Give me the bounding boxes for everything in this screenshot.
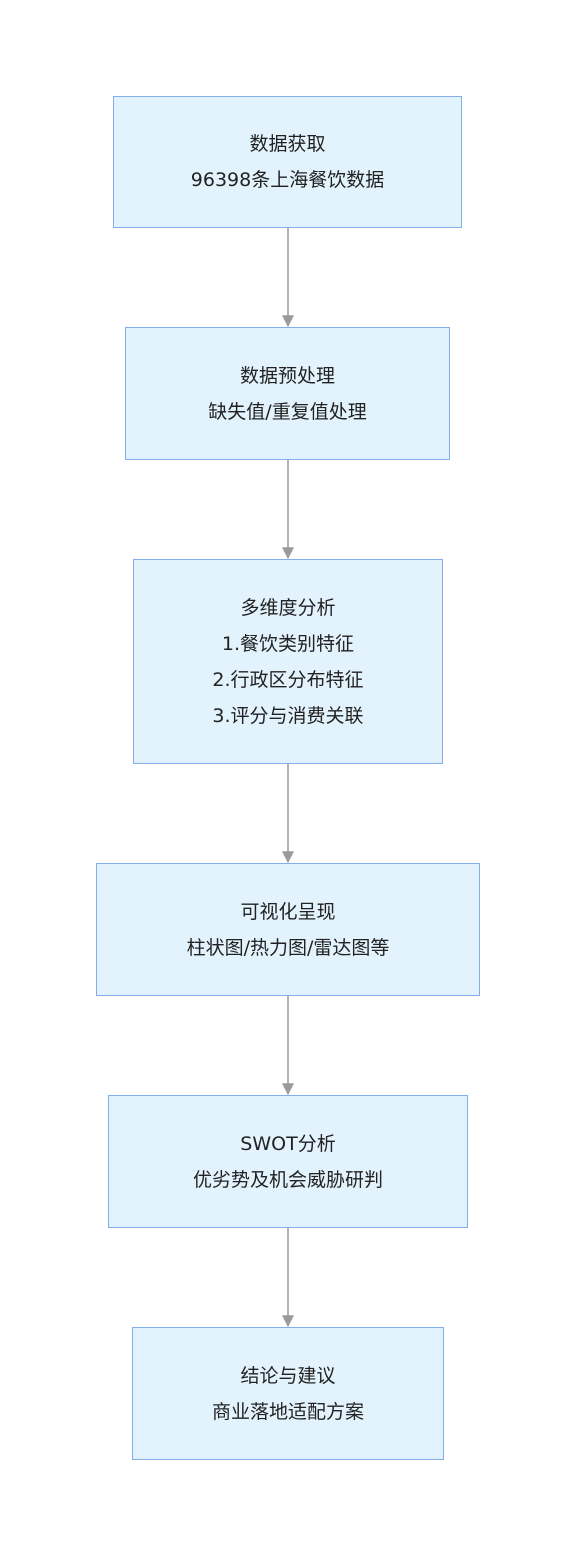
step-detail: 商业落地适配方案	[211, 1400, 364, 1423]
step-title: 可视化呈现	[240, 900, 336, 923]
step-title: 数据获取	[249, 133, 326, 155]
step-visualization: 可视化呈现 柱状图/热力图/雷达图等	[96, 863, 480, 996]
step-detail: 96398条上海餐饮数据	[190, 169, 385, 191]
step-title: SWOT分析	[240, 1132, 336, 1155]
step-detail: 1.餐饮类别特征	[221, 632, 355, 655]
step-swot-analysis: SWOT分析 优劣势及机会威胁研判	[108, 1095, 468, 1228]
step-title: 结论与建议	[240, 1364, 336, 1387]
step-multidimensional-analysis: 多维度分析 1.餐饮类别特征 2.行政区分布特征 3.评分与消费关联	[133, 559, 443, 764]
step-title: 数据预处理	[239, 364, 335, 387]
step-detail: 2.行政区分布特征	[212, 668, 364, 691]
step-detail: 柱状图/热力图/雷达图等	[186, 936, 390, 959]
step-data-acquisition: 数据获取 96398条上海餐饮数据	[113, 96, 462, 228]
step-title: 多维度分析	[240, 596, 336, 619]
step-detail: 缺失值/重复值处理	[208, 400, 367, 423]
step-data-preprocessing: 数据预处理 缺失值/重复值处理	[125, 327, 450, 460]
step-detail: 优劣势及机会威胁研判	[192, 1168, 383, 1191]
step-conclusion: 结论与建议 商业落地适配方案	[132, 1327, 444, 1460]
step-detail: 3.评分与消费关联	[212, 704, 364, 727]
